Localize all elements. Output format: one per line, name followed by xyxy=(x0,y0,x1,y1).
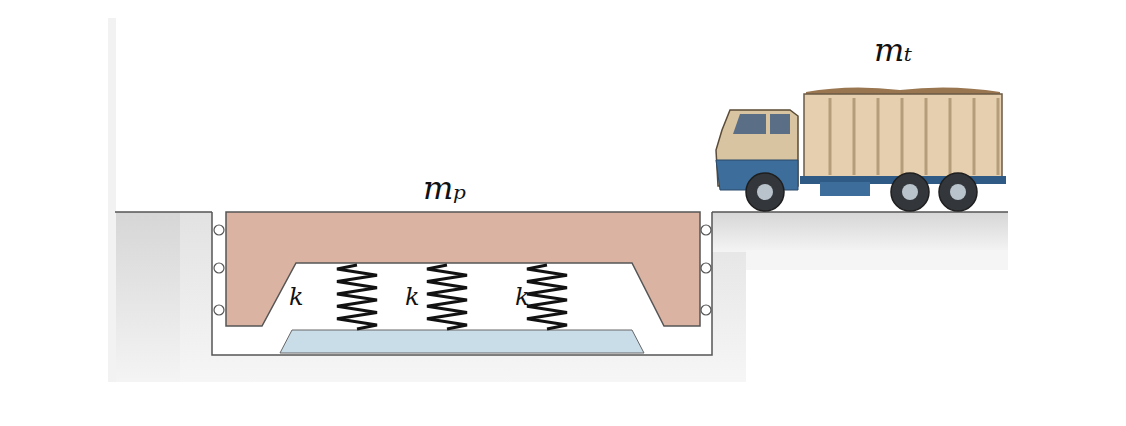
ground-line xyxy=(115,211,212,213)
mass-label: mₚ xyxy=(423,172,466,204)
window xyxy=(733,114,766,134)
tank xyxy=(820,182,870,196)
spring xyxy=(527,265,567,329)
spring xyxy=(337,265,377,329)
rib xyxy=(949,98,952,175)
spring-label: k xyxy=(289,285,304,309)
spring xyxy=(427,265,467,329)
ground xyxy=(746,250,1008,270)
truck xyxy=(716,87,1006,211)
ground xyxy=(712,212,1008,252)
spring-label: k xyxy=(405,285,420,309)
hubs xyxy=(757,184,966,200)
ground-line xyxy=(712,211,1008,213)
pit xyxy=(212,212,712,355)
spring-label: k xyxy=(515,285,530,309)
rib xyxy=(877,98,880,175)
dump-body xyxy=(804,94,1002,178)
ribs xyxy=(830,98,998,175)
rib xyxy=(925,98,928,175)
mass-label: mₜ xyxy=(874,34,912,66)
wheels xyxy=(746,173,977,211)
rib xyxy=(973,98,976,175)
base-block xyxy=(280,330,644,353)
window xyxy=(770,114,790,134)
pit-ground xyxy=(180,212,746,382)
rib xyxy=(997,98,1000,175)
rib xyxy=(829,98,832,175)
edge-shade xyxy=(108,18,116,382)
rib xyxy=(853,98,856,175)
springs xyxy=(337,265,567,329)
rib xyxy=(901,98,904,175)
platform xyxy=(226,212,700,326)
